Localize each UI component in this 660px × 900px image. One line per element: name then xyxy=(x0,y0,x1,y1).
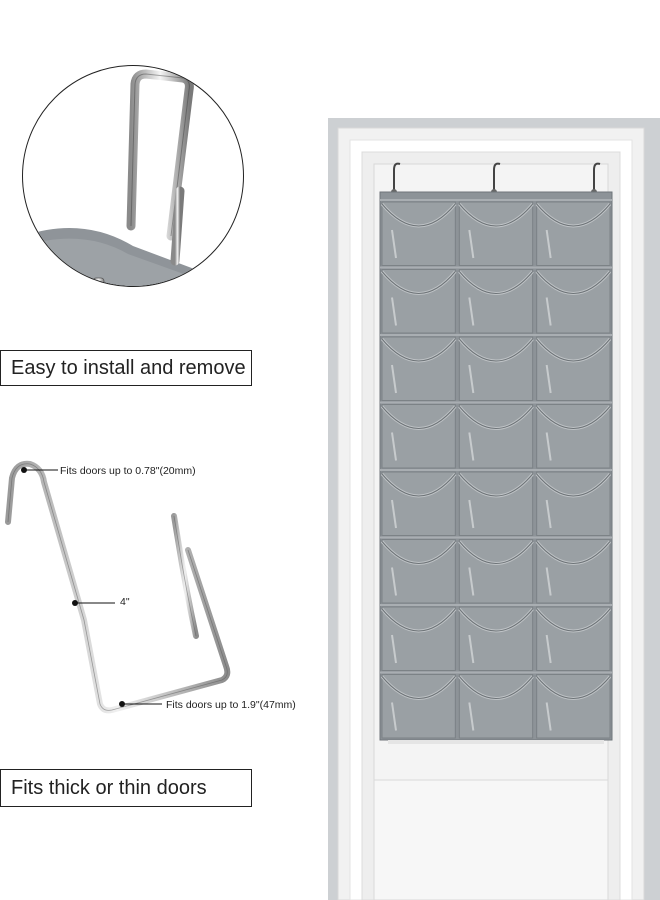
organizer-hooks xyxy=(391,162,601,195)
hook-detail-illustration xyxy=(23,69,240,286)
pocket xyxy=(535,201,612,266)
label-thick-door: Fits doors up to 1.9"(47mm) xyxy=(166,699,296,711)
hook-dimension-diagram xyxy=(5,460,231,714)
hook-1 xyxy=(393,162,401,192)
screw-post xyxy=(92,277,105,286)
hook-detail-circle xyxy=(22,65,244,287)
pocket xyxy=(380,336,457,401)
pocket xyxy=(380,404,457,469)
pocket xyxy=(458,606,534,671)
pocket xyxy=(535,336,612,401)
caption-fits-doors: Fits thick or thin doors xyxy=(0,769,252,807)
pocket xyxy=(458,336,534,401)
caption-easy-install: Easy to install and remove xyxy=(0,350,252,386)
pocket xyxy=(535,269,612,334)
pocket xyxy=(535,674,612,739)
pocket xyxy=(535,539,612,604)
hook-3 xyxy=(593,162,601,192)
pocket xyxy=(380,201,457,266)
shoe-organizer xyxy=(379,191,613,744)
hook-2 xyxy=(493,162,501,192)
door-scene xyxy=(328,118,660,900)
pocket xyxy=(458,269,534,334)
pocket xyxy=(535,471,612,536)
hook-body xyxy=(5,460,231,714)
pocket xyxy=(380,674,457,739)
hook-metal xyxy=(126,69,194,241)
pocket xyxy=(380,606,457,671)
pocket xyxy=(535,606,612,671)
pocket xyxy=(380,269,457,334)
pocket xyxy=(458,674,534,739)
pocket xyxy=(380,471,457,536)
label-hook-height: 4" xyxy=(120,596,130,608)
pocket xyxy=(458,201,534,266)
pocket xyxy=(458,539,534,604)
pocket xyxy=(458,404,534,469)
pocket xyxy=(458,471,534,536)
pocket xyxy=(535,404,612,469)
label-thin-door: Fits doors up to 0.78"(20mm) xyxy=(60,465,196,477)
pocket xyxy=(380,539,457,604)
